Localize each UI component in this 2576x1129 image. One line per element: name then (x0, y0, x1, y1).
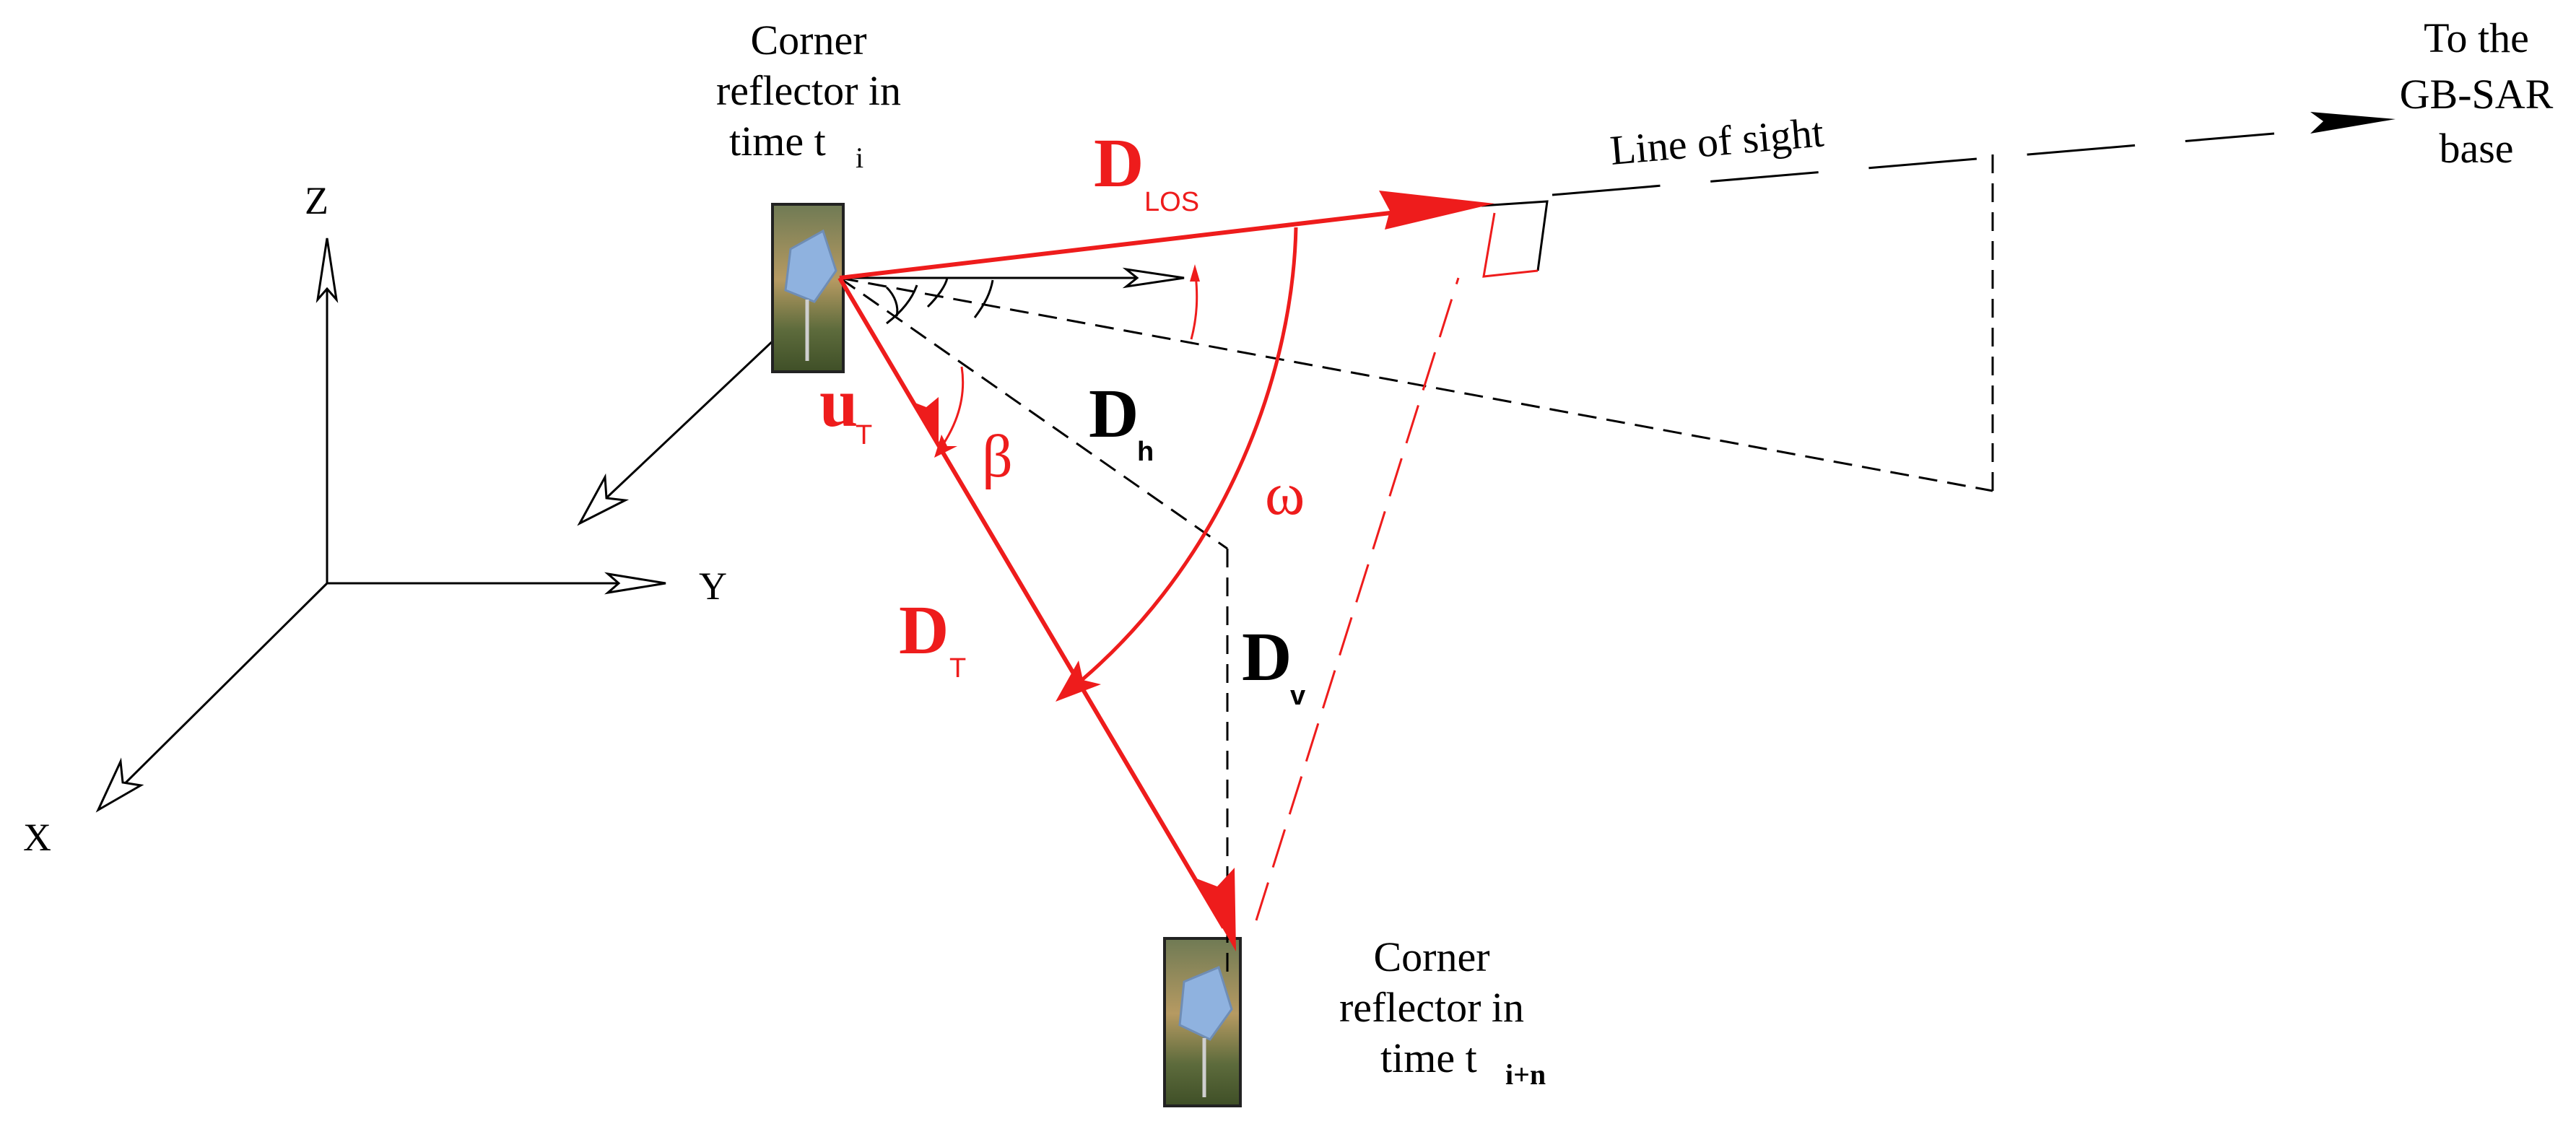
d-h-dashed-line (839, 276, 1228, 550)
d-t-vector (837, 276, 1226, 929)
d-los-arrowhead (1379, 191, 1494, 230)
reflector-start-sub: i (856, 141, 863, 174)
omega-arc (1063, 227, 1298, 696)
horizontal-projection-dashed (839, 276, 1993, 492)
reflector-end-line3: time t (1380, 1034, 1477, 1081)
d-los-label: D (1094, 124, 1144, 201)
gbsar-line1: To the (2424, 14, 2529, 61)
reflector-start-line1: Corner (750, 17, 866, 64)
x-axis-label: X (23, 816, 51, 859)
d-v-label: D (1242, 618, 1292, 695)
omega-arrowhead (1056, 661, 1101, 702)
line-of-sight-label: Line of sight (1608, 108, 1825, 174)
line-of-sight-dashed (1552, 132, 2275, 196)
x-axis-arrowhead (95, 757, 144, 813)
gbsar-line2: GB-SAR (2400, 71, 2554, 118)
beta-arrowhead (934, 435, 957, 458)
d-t-label: D (899, 591, 949, 668)
reflector-start-line2: reflector in (716, 67, 901, 114)
local-y-arrowhead (1122, 267, 1185, 289)
reflector-end-line2: reflector in (1339, 984, 1524, 1031)
y-axis-label: Y (699, 564, 727, 608)
omega-label: ω (1265, 461, 1305, 528)
d-v-subscript: v (1290, 681, 1305, 711)
reflector-photo-end (1163, 937, 1242, 1107)
los-right-angle (1481, 200, 1549, 278)
local-x-arrowhead (577, 473, 630, 526)
gbsar-line3: base (2439, 125, 2513, 172)
z-axis-arrowhead (316, 237, 339, 303)
d-t-subscript: T (949, 653, 966, 684)
gbsar-label: To the GB-SAR base (2400, 14, 2554, 172)
dashed-construction (839, 132, 2275, 978)
los-perpendicular-red-dashed (1255, 277, 1460, 921)
los-elevation-arrowhead (1190, 264, 1200, 282)
u-t-arrowhead (911, 397, 939, 448)
line-of-sight-arrowhead (2310, 112, 2396, 134)
z-axis-label: Z (305, 179, 328, 222)
reflector-photo-start (771, 203, 845, 373)
reflector-end-line1: Corner (1373, 933, 1489, 980)
coordinate-axes: Z Y X (23, 179, 727, 859)
d-los-vector (839, 206, 1434, 280)
reflector-start-line3: time t (729, 118, 826, 165)
d-h-subscript: h (1137, 437, 1154, 467)
red-vectors (837, 191, 1494, 951)
y-axis-arrowhead (604, 572, 666, 595)
d-h-label: D (1089, 375, 1139, 452)
reflector-end-sub: i+n (1505, 1058, 1546, 1091)
small-angle-arcs (885, 277, 994, 325)
d-los-subscript: LOS (1144, 187, 1199, 217)
beta-label: β (982, 423, 1013, 490)
u-t-label: u (819, 364, 858, 441)
x-axis (100, 582, 328, 808)
d-t-arrowhead (1193, 868, 1236, 951)
reflector-end-label: Corner reflector in time t i+n (1339, 933, 1546, 1091)
reflector-start-label: Corner reflector in time t i (716, 17, 901, 174)
u-t-subscript: T (856, 420, 872, 450)
